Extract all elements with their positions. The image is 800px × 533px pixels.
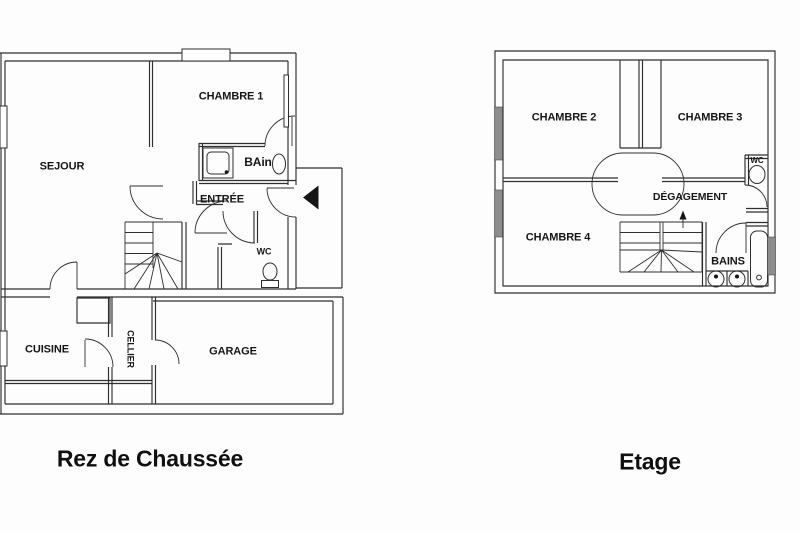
caption-rez-de-chaussee: Rez de Chaussée	[56, 445, 244, 472]
room-label-cellier: CELLIER	[125, 330, 136, 368]
etage-door-arcs	[591, 152, 768, 254]
toilet-icon	[261, 262, 279, 288]
room-label-entree: ENTRÉE	[199, 193, 245, 206]
room-label-chambre3: CHAMBRE 3	[677, 111, 743, 124]
shower-icon	[202, 147, 234, 179]
window	[0, 105, 8, 149]
room-label-wc-ground: WC	[256, 246, 272, 257]
room-label-bains: BAINS	[711, 255, 745, 268]
stairs-up-arrow-icon	[679, 210, 687, 228]
window	[181, 48, 231, 62]
window	[0, 330, 8, 367]
window	[494, 106, 503, 161]
room-label-chambre1: CHAMBRE 1	[198, 90, 264, 103]
room-label-chambre2: CHAMBRE 2	[531, 111, 597, 124]
room-label-chambre4: CHAMBRE 4	[525, 231, 591, 244]
room-label-garage: GARAGE	[209, 345, 257, 358]
ground-stairs	[124, 221, 183, 290]
entrance-arrow-icon	[303, 185, 319, 210]
room-label-sejour: SEJOUR	[39, 160, 85, 173]
window	[494, 189, 503, 238]
rez-de-chaussee-plan	[0, 48, 344, 415]
double-sink-icon	[707, 270, 746, 288]
caption-etage: Etage	[619, 448, 681, 475]
ground-walls	[0, 52, 344, 415]
room-label-bain: BAin	[244, 155, 272, 169]
bathtub-icon	[750, 230, 768, 288]
window	[767, 236, 776, 276]
sink-icon	[272, 153, 286, 175]
ground-door-arcs	[49, 115, 297, 368]
etage-walls	[494, 50, 776, 294]
room-label-degagement: DÉGAGEMENT	[652, 190, 728, 203]
etage-stairs	[619, 221, 703, 273]
room-label-cuisine: CUISINE	[25, 343, 69, 356]
toilet-icon	[748, 165, 766, 184]
etage-plan	[494, 50, 776, 294]
room-label-wc-etage: WC	[750, 156, 764, 165]
window	[283, 74, 289, 128]
